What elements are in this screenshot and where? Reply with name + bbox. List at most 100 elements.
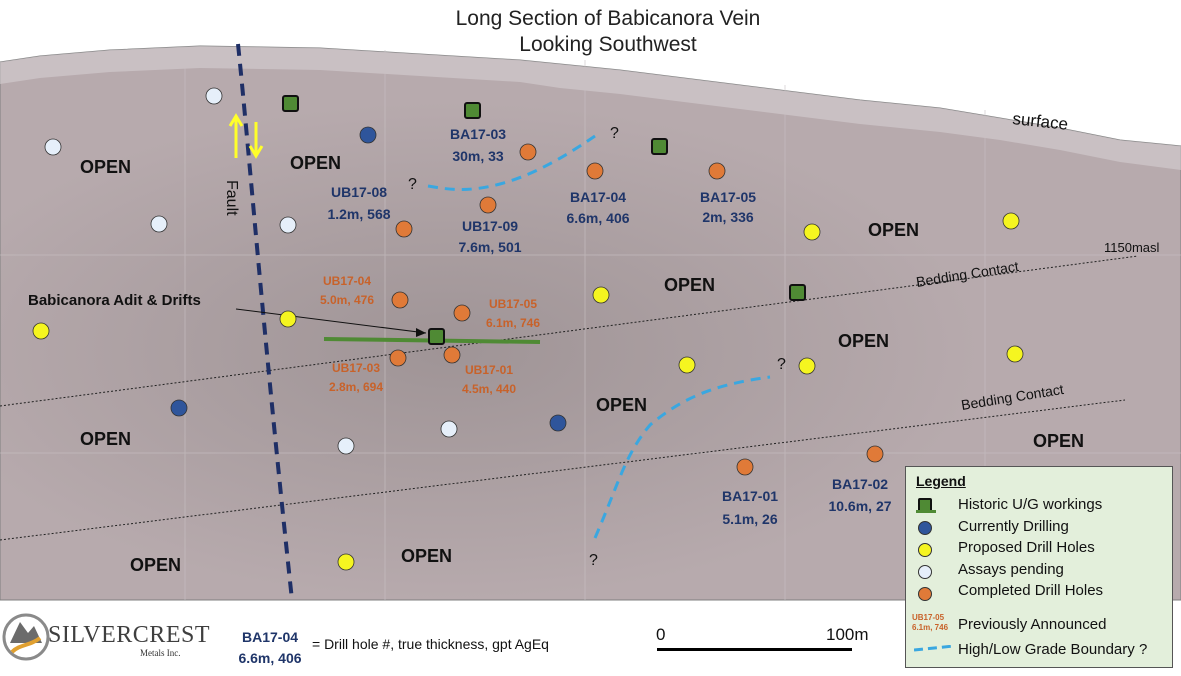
scale-end-label: 100m	[826, 625, 869, 644]
drill-hole-proposed	[337, 553, 355, 571]
legend: Legend Historic U/G workings Currently D…	[905, 466, 1173, 668]
boundary-legend-icon	[914, 645, 954, 652]
fault-label: Fault	[223, 180, 240, 216]
masl-label: 1150masl	[1104, 240, 1160, 255]
drill-hole-completed	[395, 220, 413, 238]
drill-hole-current	[549, 414, 567, 432]
drill-hole-completed	[479, 196, 497, 214]
title-line-2: Looking Southwest	[519, 33, 697, 56]
question-mark: ?	[589, 552, 598, 569]
question-marks: ? ? ? ?	[408, 125, 786, 569]
drill-hole-proposed	[803, 223, 821, 241]
drill-hole-proposed	[279, 310, 297, 328]
fault-movement-arrows	[228, 113, 264, 159]
question-mark: ?	[777, 356, 786, 373]
bedding-contact-line-1	[0, 255, 1139, 407]
hole-id-label: BA17-03	[450, 126, 506, 142]
drill-hole-pending	[279, 216, 297, 234]
currently-drilling-legend-icon	[918, 521, 932, 535]
historic-workings	[282, 95, 806, 345]
drill-hole-completed	[866, 445, 884, 463]
drill-hole-proposed	[1006, 345, 1024, 363]
hole-id-label: BA17-01	[722, 488, 778, 504]
drill-hole-proposed	[798, 357, 816, 375]
page-title: Long Section of Babicanora Vein Looking …	[380, 6, 836, 58]
open-labels: OPEN OPEN OPEN OPEN OPEN OPEN OPEN OPEN …	[80, 153, 1084, 575]
open-label: OPEN	[80, 429, 131, 449]
drill-hole-pending	[440, 420, 458, 438]
drill-hole-completed	[519, 143, 537, 161]
historic-working-4	[789, 284, 806, 301]
drill-hole-pending	[205, 87, 223, 105]
open-label: OPEN	[401, 546, 452, 566]
pending-legend-icon	[918, 565, 932, 579]
historic-working-1	[282, 95, 299, 112]
historic-working-2	[464, 102, 481, 119]
adit-pointer-arrowhead	[416, 328, 426, 337]
legend-sample-result: 6.1m, 746	[912, 623, 949, 632]
hole-result-label: 1.2m, 568	[327, 206, 390, 222]
grade-boundary-1	[427, 134, 596, 191]
drill-hole-current	[170, 399, 188, 417]
silvercrest-logo-icon	[2, 613, 50, 661]
hole-result-label: 30m, 33	[452, 148, 504, 164]
logo-subtitle: Metals Inc.	[140, 648, 181, 658]
drill-hole-pending	[337, 437, 355, 455]
hole-result-label: 2.8m, 694	[329, 380, 383, 394]
drill-hole-completed	[708, 162, 726, 180]
question-mark: ?	[610, 125, 619, 142]
completed-legend-icon	[918, 587, 932, 601]
drill-hole-proposed	[1002, 212, 1020, 230]
proposed-drill-holes	[32, 212, 1024, 571]
drill-hole-completed	[389, 349, 407, 367]
key-hole-id: BA17-04	[241, 629, 299, 645]
hole-id-label: UB17-09	[462, 218, 518, 234]
open-label: OPEN	[80, 157, 131, 177]
legend-item-previous: Previously Announced	[958, 616, 1107, 633]
historic-working-5	[428, 328, 445, 345]
legend-item-current: Currently Drilling	[958, 518, 1069, 535]
previous-hole-labels: UB17-04 5.0m, 476 UB17-05 6.1m, 746 UB17…	[320, 274, 540, 396]
hole-id-label: UB17-05	[489, 297, 537, 311]
open-label: OPEN	[868, 220, 919, 240]
grade-boundary-2	[593, 375, 771, 539]
drill-hole-completed	[391, 291, 409, 309]
drill-hole-completed	[736, 458, 754, 476]
drill-hole-current	[359, 126, 377, 144]
adit-label: Babicanora Adit & Drifts	[28, 292, 201, 309]
grid-lines	[0, 50, 1181, 600]
hole-result-label: 5.0m, 476	[320, 293, 374, 307]
legend-item-boundary: High/Low Grade Boundary ?	[958, 641, 1148, 658]
drill-hole-proposed	[678, 356, 696, 374]
hole-id-label: UB17-01	[465, 363, 513, 377]
drill-hole-pending	[150, 215, 168, 233]
drill-hole-proposed	[592, 286, 610, 304]
hole-result-label: 7.6m, 501	[458, 239, 521, 255]
legend-title: Legend	[916, 473, 966, 489]
scale-bar	[657, 648, 852, 651]
hole-id-label: UB17-03	[332, 361, 380, 375]
bedding-contact-line-2	[0, 399, 1126, 541]
key-hole-result: 6.6m, 406	[238, 650, 302, 666]
drill-hole-completed	[443, 346, 461, 364]
hole-id-label: BA17-02	[832, 476, 888, 492]
question-mark: ?	[408, 176, 417, 193]
legend-item-proposed: Proposed Drill Holes	[958, 539, 1095, 556]
fault-line	[236, 43, 294, 601]
title-line-1: Long Section of Babicanora Vein	[455, 7, 761, 30]
hole-labels: BA17-03 30m, 33 UB17-08 1.2m, 568 UB17-0…	[327, 126, 891, 527]
legend-item-pending: Assays pending	[958, 561, 1064, 578]
adit-pointer-line	[235, 308, 427, 334]
drill-hole-completed	[586, 162, 604, 180]
open-label: OPEN	[130, 555, 181, 575]
hole-result-label: 10.6m, 27	[828, 498, 891, 514]
legend-item-historic: Historic U/G workings	[958, 496, 1103, 513]
completed-drill-holes	[389, 143, 884, 476]
key-description: = Drill hole #, true thickness, gpt AgEq	[312, 636, 549, 652]
legend-item-completed: Completed Drill Holes	[958, 582, 1104, 599]
drill-hole-proposed	[32, 322, 50, 340]
hole-result-label: 5.1m, 26	[722, 511, 777, 527]
proposed-legend-icon	[918, 543, 932, 557]
